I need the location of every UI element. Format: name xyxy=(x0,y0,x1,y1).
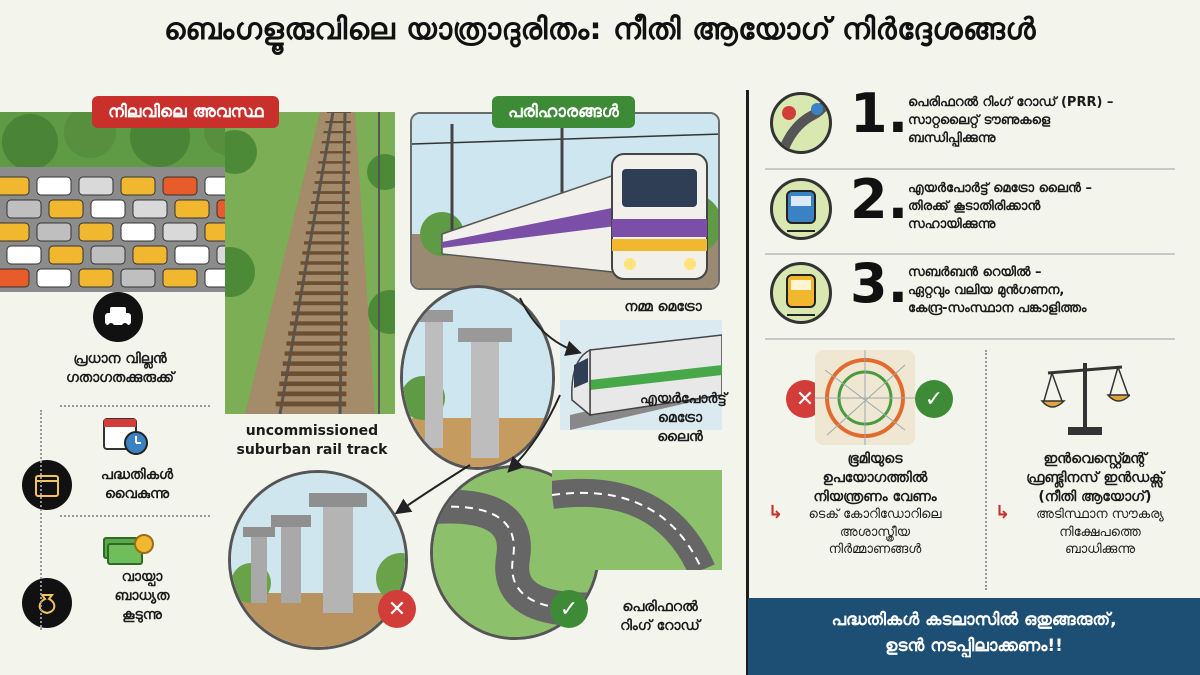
flow-arrows xyxy=(394,297,582,515)
current-state-badge: നിലവിലെ അവസ്ഥ xyxy=(92,96,280,128)
investment-caption: ഇൻവെസ്റ്റ്മെന്റ് ഫ്രണ്ട്ലിനസ് ഇൻഡക്സ് (ന… xyxy=(1026,451,1164,505)
suburban-train-icon xyxy=(770,262,832,324)
investment-arrow-icon: ↳ xyxy=(995,502,1011,523)
uncommissioned-rail-track-illustration xyxy=(225,112,395,414)
airport-metro-label: എയർപോർട്ട് മെട്രോ ലൈൻ xyxy=(640,391,727,445)
metro-train-icon xyxy=(770,178,832,240)
solution-row-1: 1. പെരിഫറൽ റിംഗ് റോഡ് (PRR) – സാറ്റലൈറ്റ… xyxy=(770,82,1180,160)
money-stack-icon xyxy=(102,528,154,576)
land-use-caption: ഭൂമിയുടെ ഉപയോഗത്തിൽ നിയന്ത്രണം വേണം xyxy=(813,451,937,505)
balance-scale-icon xyxy=(1040,355,1132,444)
solution-row-3: 3. സബർബൻ റെയിൽ – ഏറ്റവും വലിയ മുൻഗണന, കേ… xyxy=(770,252,1180,330)
city-map-illustration xyxy=(815,350,915,445)
cars-icon xyxy=(93,292,143,342)
solutions-badge: പരിഹാരങ്ങൾ xyxy=(492,96,635,128)
land-use-subcaption: ടെക് കോറിഡോറിലെ അശാസ്ത്രീയ നിർമ്മാണങ്ങൾ xyxy=(808,507,942,558)
road-pin-icon xyxy=(770,92,832,154)
land-use-arrow-icon: ↳ xyxy=(768,502,784,523)
namma-metro-train-illustration xyxy=(560,320,722,430)
page-title: ബെംഗളൂരുവിലെ യാത്രാദുരിതം: നീതി ആയോഗ് നി… xyxy=(164,12,1036,47)
suburban-train-illustration xyxy=(410,112,720,290)
ring-road-caption: പെരിഫറൽ റിംഗ് റോഡ് xyxy=(620,599,700,634)
project-delay-caption: പദ്ധതികൾ വൈകുന്നു xyxy=(100,467,174,502)
calendar-clock-icon xyxy=(102,413,150,461)
loan-burden-caption: വായ്പാ ബാധ്യത കൂടുന്നു xyxy=(114,569,170,623)
ring-road-curve-illustration xyxy=(552,470,722,570)
money-bag-icon xyxy=(22,578,72,628)
cross-mark-icon: ✕ xyxy=(378,590,416,628)
investment-subcaption: അടിസ്ഥാന സൗകര്യ നിക്ഷേപത്തെ ബാധിക്കുന്നു xyxy=(1036,507,1164,558)
calendar-icon xyxy=(22,460,72,510)
main-villain-caption: പ്രധാന വില്ലൻ ഗതാഗതക്കുരുക്ക് xyxy=(65,351,175,386)
call-to-action-banner: പദ്ധതികൾ കടലാസിൽ ഒതുങ്ങരുത്, ഉടൻ നടപ്പില… xyxy=(748,598,1200,675)
check-mark-icon: ✓ xyxy=(550,590,588,628)
namma-metro-label: നമ്മ മെട്രോ xyxy=(624,299,702,315)
land-use-check-icon: ✓ xyxy=(915,380,953,418)
rail-track-caption: uncommissioned suburban rail track xyxy=(236,423,388,458)
solution-row-2: 2. എയർപോർട്ട് മെട്രോ ലൈൻ – തിരക്ക് കൂടാത… xyxy=(770,168,1180,246)
stalled-pillars-illustration xyxy=(228,470,408,650)
